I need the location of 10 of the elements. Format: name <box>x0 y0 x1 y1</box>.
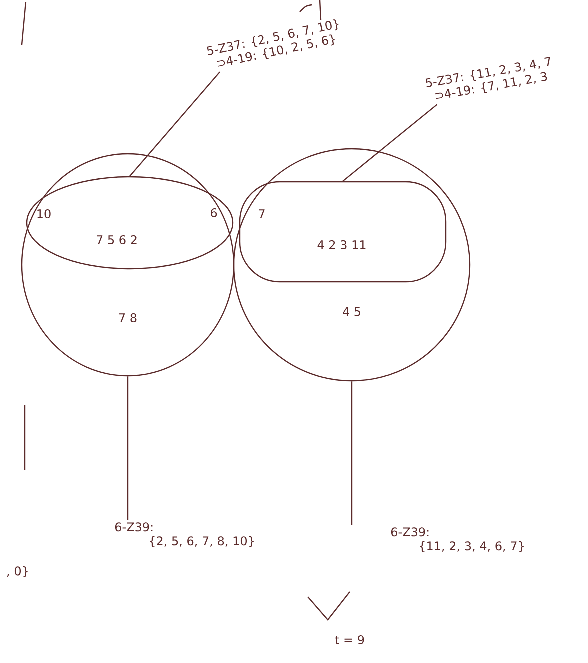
leader-line <box>342 104 438 182</box>
note: , 0} <box>7 566 28 578</box>
leader-line <box>351 382 353 525</box>
set-label: 5-Z37: {2, 5, 6, 7, 10} ⊃4-19: {10, 2, 5, 6} <box>207 20 339 67</box>
set-label: 5-Z37: {11, 2, 3, 4, 7 ⊃4-19: {7, 11, 2, 3 <box>426 57 550 100</box>
set-label: 6-Z39: {2, 5, 6, 7, 8, 10} <box>115 522 254 548</box>
set-label: 6-Z39: {11, 2, 3, 4, 6, 7} <box>391 528 524 552</box>
leader-line <box>127 376 129 520</box>
leader-line <box>130 72 221 177</box>
note: t = 9 <box>335 635 364 645</box>
